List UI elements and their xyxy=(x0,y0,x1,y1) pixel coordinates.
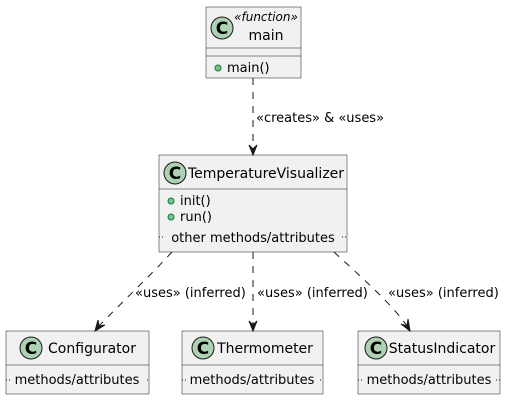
class-icon-glyph: C xyxy=(197,339,209,359)
note-backdrop xyxy=(362,371,496,387)
public-method-icon xyxy=(167,213,175,221)
class-icon-glyph: C xyxy=(370,339,382,359)
class-configurator[interactable]: C Configurator methods/attributes xyxy=(5,330,150,395)
edge-label: «uses» (inferred) xyxy=(257,286,368,301)
class-icon-glyph: C xyxy=(25,339,37,359)
note-backdrop xyxy=(10,371,145,387)
class-temperature-visualizer[interactable]: C TemperatureVisualizer init() run() oth… xyxy=(158,154,348,253)
method-run: run() xyxy=(180,210,212,225)
edge-label: «uses» (inferred) xyxy=(135,286,246,301)
class-icon xyxy=(191,336,215,360)
method-main: main() xyxy=(227,61,270,76)
class-main[interactable]: C «function» main main() xyxy=(205,6,302,79)
class-name: StatusIndicator xyxy=(389,341,496,357)
class-name: TemperatureVisualizer xyxy=(187,166,344,182)
members-note: methods/attributes xyxy=(15,373,140,388)
class-name: main xyxy=(249,28,284,44)
class-thermometer[interactable]: C Thermometer methods/attributes xyxy=(181,330,324,395)
note-backdrop xyxy=(165,229,341,245)
arrow-head xyxy=(248,144,258,157)
edge-main-to-visualizer: «creates» & «uses» xyxy=(248,78,384,157)
class-icon xyxy=(163,161,187,185)
arrow-head xyxy=(94,319,106,333)
class-icon-glyph: C xyxy=(169,164,181,184)
public-method-icon xyxy=(214,64,222,72)
note-backdrop xyxy=(186,371,319,387)
edge-visualizer-to-thermometer: «uses» (inferred) xyxy=(248,252,368,333)
edge-label: «creates» & «uses» xyxy=(256,111,384,126)
edge-visualizer-to-status-indicator: «uses» (inferred) xyxy=(333,251,499,333)
public-method-icon xyxy=(167,197,175,205)
class-icon xyxy=(19,336,43,360)
members-note: methods/attributes xyxy=(190,373,315,388)
stereotype-label: «function» xyxy=(234,10,298,24)
class-status-indicator[interactable]: C StatusIndicator methods/attributes xyxy=(357,330,501,395)
arrow-head xyxy=(400,318,411,333)
class-icon xyxy=(210,16,234,40)
class-icon-glyph: C xyxy=(216,19,228,39)
edge-visualizer-to-configurator: «uses» (inferred) xyxy=(94,251,246,333)
other-members-note: other methods/attributes xyxy=(171,231,335,246)
members-note: methods/attributes xyxy=(367,373,492,388)
arrow-head xyxy=(248,320,258,333)
edge-label: «uses» (inferred) xyxy=(388,286,499,301)
method-init: init() xyxy=(180,194,211,209)
class-name: Thermometer xyxy=(216,341,313,357)
class-name: Configurator xyxy=(48,341,136,357)
class-icon xyxy=(364,336,388,360)
